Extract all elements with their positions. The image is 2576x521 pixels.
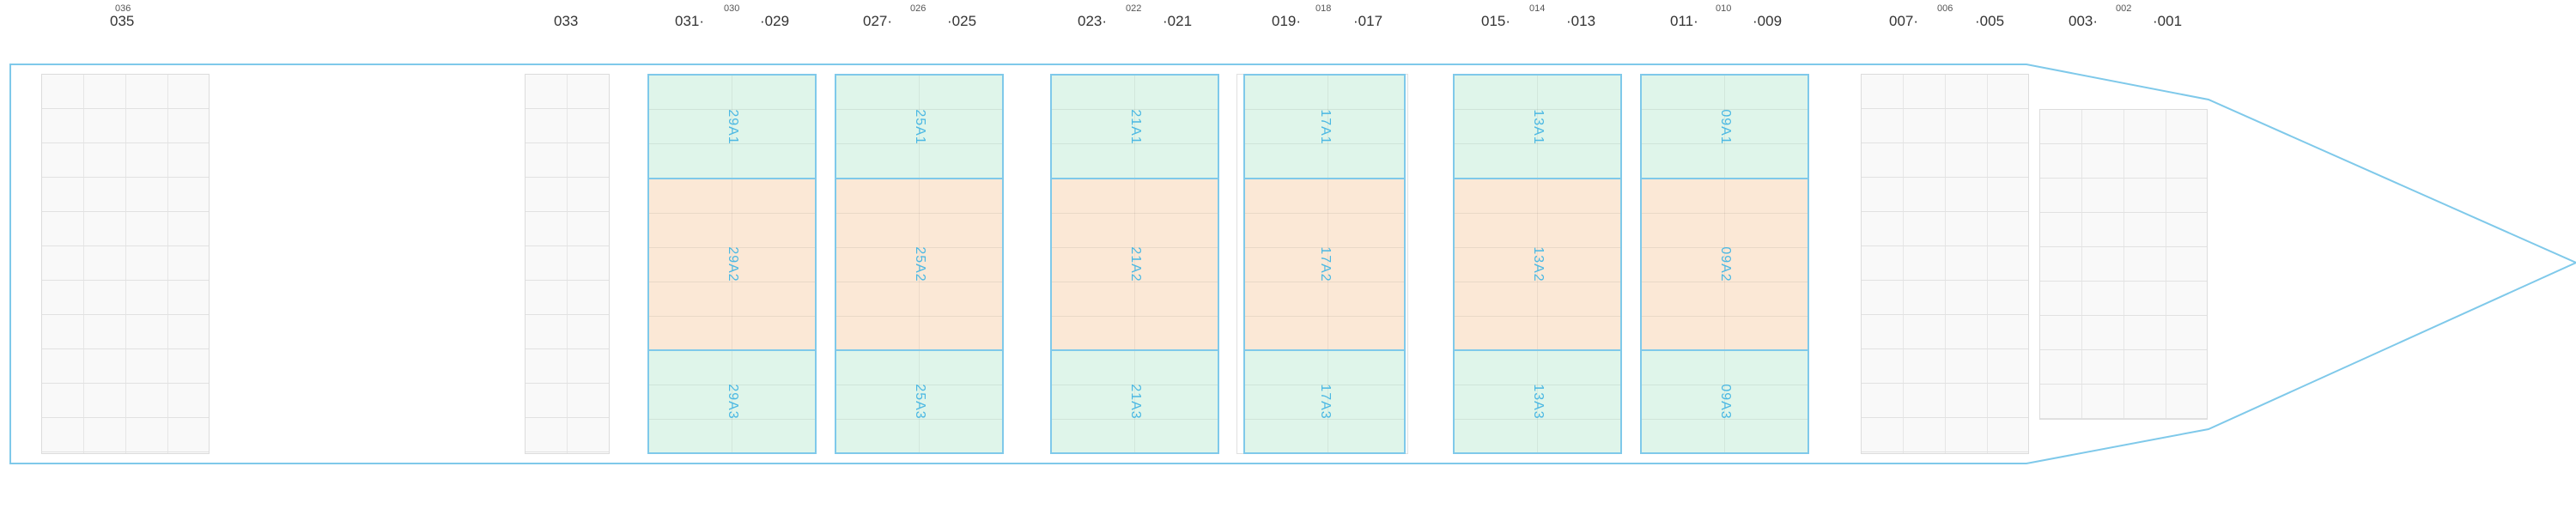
hatch-cover-label: 25A3: [912, 384, 927, 420]
hatch-cover-label: 09A2: [1717, 246, 1733, 282]
hatch-cover-label: 09A1: [1717, 108, 1733, 145]
hatch-cover-label: 09A3: [1717, 384, 1733, 420]
bay-main-label: ·021: [1163, 13, 1193, 29]
hatch-hold-09: 09A1 09A2 09A3: [1640, 74, 1809, 454]
bay-main-label: 019·: [1272, 13, 1302, 29]
hatch-cover-09A3[interactable]: 09A3: [1642, 351, 1807, 452]
bay-main-label: 033: [554, 13, 579, 29]
hatch-hold-25: 25A1 25A2 25A3: [835, 74, 1004, 454]
hatch-hold-13: 13A1 13A2 13A3: [1453, 74, 1622, 454]
bay-main-label: ·025: [947, 13, 977, 29]
bay-main-label: ·013: [1566, 13, 1596, 29]
bay-sub-label: 014: [1529, 3, 1546, 14]
hatch-cover-09A1[interactable]: 09A1: [1642, 76, 1807, 179]
container-slot-grid[interactable]: [525, 74, 610, 454]
hatch-cover-label: 29A1: [725, 108, 740, 145]
hatch-cover-label: 25A2: [912, 246, 927, 282]
hatch-cover-label: 21A2: [1127, 246, 1143, 282]
hatch-cover-label: 13A1: [1530, 108, 1546, 145]
container-slot-grid[interactable]: [2039, 109, 2208, 420]
bay-main-label: 011·: [1670, 13, 1698, 29]
hatch-hold-29: 29A1 29A2 29A3: [647, 74, 817, 454]
bay-main-label: ·029: [760, 13, 790, 29]
container-slot-grid[interactable]: [1861, 74, 2029, 454]
container-slot-grid[interactable]: [41, 74, 210, 454]
hatch-hold-21: 21A1 21A2 21A3: [1050, 74, 1219, 454]
hatch-cover-label: 17A2: [1317, 246, 1333, 282]
bay-main-label: 015·: [1481, 13, 1511, 29]
bay-main-label: ·009: [1753, 13, 1783, 29]
bay-main-label: ·001: [2153, 13, 2183, 29]
hatch-cover-25A1[interactable]: 25A1: [836, 76, 1002, 179]
hatch-cover-label: 13A2: [1530, 246, 1546, 282]
bay-sub-label: 018: [1315, 3, 1332, 14]
bay-sub-label: 006: [1937, 3, 1953, 14]
bay-sub-label: 030: [724, 3, 740, 14]
bay-sub-label: 002: [2116, 3, 2132, 14]
bay-sub-label: 036: [115, 3, 131, 14]
bay-sub-label: 022: [1126, 3, 1142, 14]
hatch-cover-label: 29A2: [725, 246, 740, 282]
hatch-cover-29A1[interactable]: 29A1: [649, 76, 815, 179]
bay-main-label: 003·: [2069, 13, 2099, 29]
hatch-cover-09A2[interactable]: 09A2: [1642, 179, 1807, 351]
hatch-hold-17: 17A1 17A2 17A3: [1243, 74, 1406, 454]
hatch-cover-21A1[interactable]: 21A1: [1052, 76, 1218, 179]
bay-main-label: ·017: [1353, 13, 1383, 29]
hatch-cover-label: 13A3: [1530, 384, 1546, 420]
bay-sub-label: 010: [1716, 3, 1732, 14]
bay-main-label: 007·: [1889, 13, 1919, 29]
hatch-cover-label: 25A1: [912, 108, 927, 145]
hatch-cover-13A3[interactable]: 13A3: [1455, 351, 1620, 452]
hatch-cover-25A3[interactable]: 25A3: [836, 351, 1002, 452]
bay-sub-label: 026: [910, 3, 927, 14]
hatch-cover-29A2[interactable]: 29A2: [649, 179, 815, 351]
hatch-cover-13A1[interactable]: 13A1: [1455, 76, 1620, 179]
hatch-cover-17A2[interactable]: 17A2: [1245, 179, 1404, 351]
hatch-cover-25A2[interactable]: 25A2: [836, 179, 1002, 351]
hatch-cover-21A2[interactable]: 21A2: [1052, 179, 1218, 351]
hatch-cover-label: 17A3: [1317, 384, 1333, 420]
bay-main-label: ·005: [1975, 13, 2005, 29]
hatch-cover-label: 21A3: [1127, 384, 1143, 420]
hatch-cover-13A2[interactable]: 13A2: [1455, 179, 1620, 351]
bay-main-label: 035: [110, 13, 135, 29]
hatch-cover-label: 29A3: [725, 384, 740, 420]
hatch-cover-17A3[interactable]: 17A3: [1245, 351, 1404, 452]
bay-main-label: 031·: [675, 13, 705, 29]
bay-main-label: 023·: [1078, 13, 1108, 29]
hatch-cover-17A1[interactable]: 17A1: [1245, 76, 1404, 179]
bay-main-label: 027·: [863, 13, 893, 29]
hatch-cover-label: 21A1: [1127, 108, 1143, 145]
hatch-cover-label: 17A1: [1317, 108, 1333, 145]
hatch-cover-21A3[interactable]: 21A3: [1052, 351, 1218, 452]
hatch-cover-29A3[interactable]: 29A3: [649, 351, 815, 452]
